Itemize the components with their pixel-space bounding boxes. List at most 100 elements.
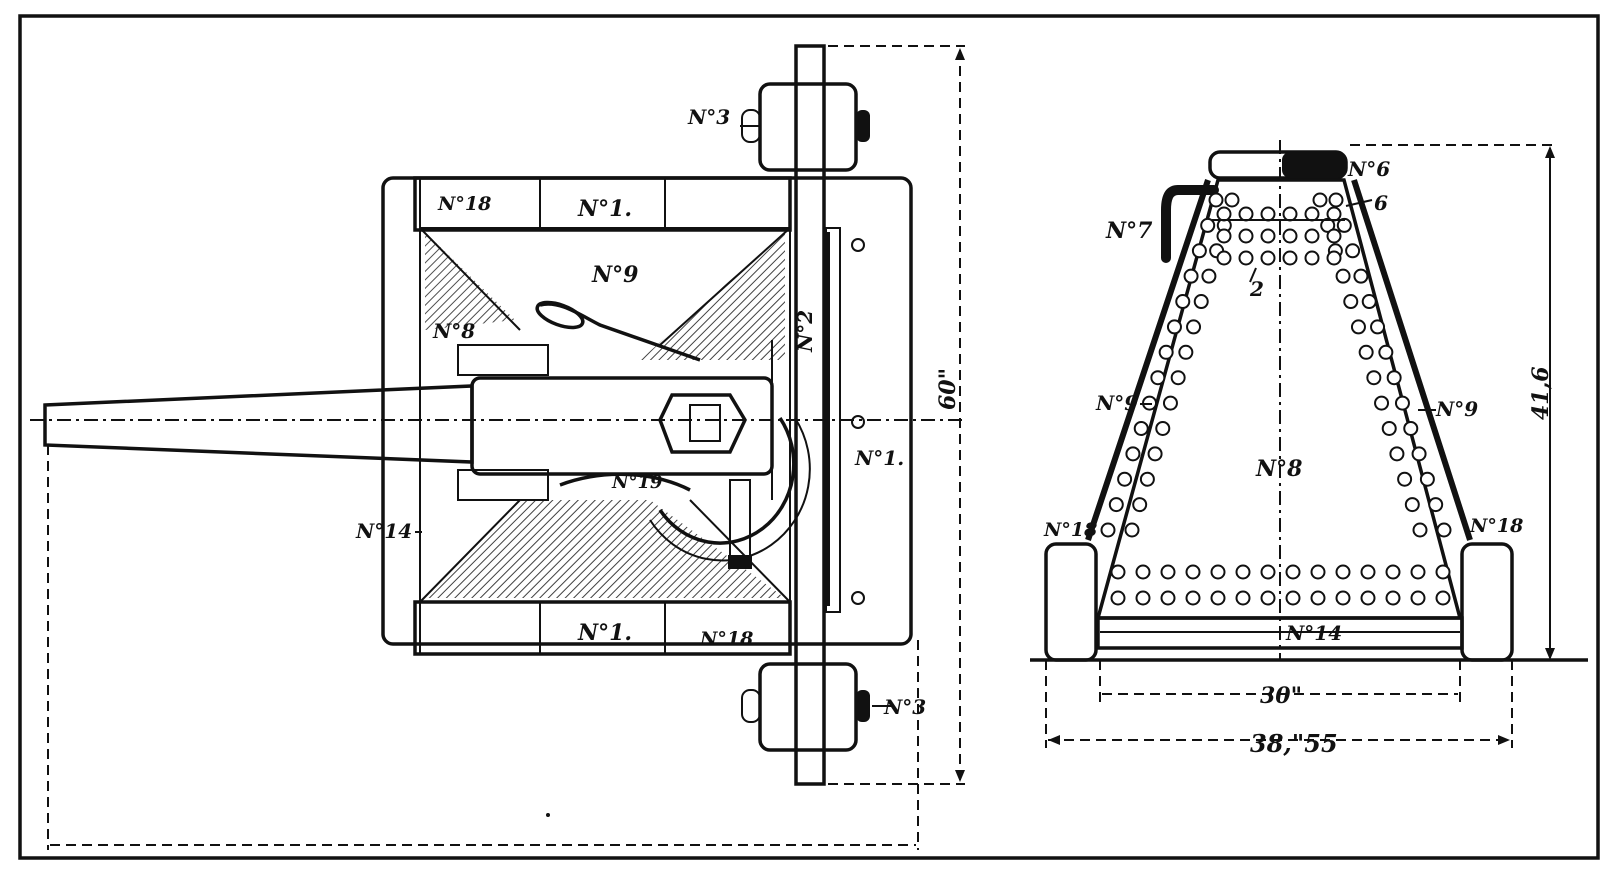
- traverse-rod: [559, 472, 691, 492]
- lever-handle: [535, 300, 585, 330]
- rivet: [1110, 590, 1126, 606]
- cone-edge: [659, 227, 791, 346]
- end-view: N°6 6 N°7 2 N°9 N°9 N°8 N°18 N°18 N°14 4…: [1030, 140, 1588, 758]
- rivet: [1358, 344, 1374, 360]
- rivet: [1404, 497, 1420, 513]
- arrow: [955, 770, 965, 782]
- rivet: [1335, 268, 1351, 284]
- rivet: [1435, 590, 1451, 606]
- rivet: [1310, 590, 1326, 606]
- rivet: [1200, 217, 1216, 233]
- rivet: [1381, 420, 1397, 436]
- dim-label-outer: 38,"55: [1250, 729, 1338, 758]
- wheel-bottom-right: [664, 601, 791, 655]
- rivet: [1282, 206, 1298, 222]
- breech-lock: [689, 404, 721, 442]
- breech-block: [658, 393, 747, 454]
- leader: [1345, 199, 1373, 207]
- rivet: [1335, 564, 1351, 580]
- label-no9-left: N°9: [1095, 391, 1138, 415]
- rivet: [1139, 471, 1155, 487]
- axle-end-bottom: [741, 689, 761, 723]
- rivet: [1178, 344, 1194, 360]
- rivet: [1155, 420, 1171, 436]
- rivet: [1260, 564, 1276, 580]
- label-six: 6: [1374, 191, 1388, 215]
- traverse-arc-outer: [649, 417, 811, 562]
- rivet: [1428, 497, 1444, 513]
- wheel-bottom-left: [419, 601, 541, 655]
- plan-view: N°3 N°18 N°1. N°9 N°8 N°2 N°19 N°1. N°14…: [30, 44, 965, 850]
- rivet: [1216, 250, 1232, 266]
- trunnion-bottom: [457, 469, 549, 501]
- rivet: [1335, 590, 1351, 606]
- bolt-hole: [851, 415, 865, 429]
- arrow: [1545, 146, 1555, 158]
- dim-label-30: 30": [1260, 683, 1302, 709]
- rivet: [1160, 564, 1176, 580]
- rivet: [1285, 590, 1301, 606]
- label-no6: N°6: [1347, 157, 1390, 181]
- gun-breech: [470, 376, 774, 476]
- rivet: [1361, 294, 1377, 310]
- label-no1-top: N°1.: [577, 196, 632, 222]
- label-no19: N°19: [611, 472, 663, 493]
- rivet: [1162, 395, 1178, 411]
- rivet: [1304, 228, 1320, 244]
- rivet: [1210, 590, 1226, 606]
- rivet: [1419, 471, 1435, 487]
- label-no18-bottom: N°18: [699, 628, 753, 650]
- rivet: [1343, 294, 1359, 310]
- axle-cap-top: [758, 82, 858, 172]
- rivet: [1389, 446, 1405, 462]
- rivet: [1224, 192, 1240, 208]
- screw-foot: [728, 555, 752, 569]
- rivet: [1386, 370, 1402, 386]
- rivet: [1312, 192, 1328, 208]
- label-no18-left: N°18: [1043, 519, 1097, 541]
- arrow: [1545, 648, 1555, 660]
- rivet-group: [1100, 192, 1452, 606]
- rivet: [1193, 294, 1209, 310]
- rivet: [1385, 564, 1401, 580]
- rivet: [1135, 564, 1151, 580]
- rivet: [1285, 564, 1301, 580]
- cone-edge: [419, 499, 521, 603]
- rivet: [1345, 243, 1361, 259]
- label-two: 2: [1249, 277, 1264, 301]
- wheel-left: [1044, 542, 1098, 662]
- rivet: [1160, 590, 1176, 606]
- rivet: [1191, 243, 1207, 259]
- arrow: [955, 48, 965, 60]
- rivet: [1158, 344, 1174, 360]
- rivet: [1374, 395, 1390, 411]
- rivet: [1208, 192, 1224, 208]
- rivet: [1216, 206, 1232, 222]
- rivet: [1100, 522, 1116, 538]
- rivet: [1360, 590, 1376, 606]
- rivet: [1328, 192, 1344, 208]
- handle: [1161, 185, 1219, 263]
- hatch-bottom: [425, 500, 785, 598]
- rivet: [1304, 250, 1320, 266]
- rivet: [1170, 370, 1186, 386]
- rivet: [1336, 217, 1352, 233]
- rivet: [1397, 471, 1413, 487]
- rivet: [1238, 228, 1254, 244]
- rivet: [1147, 446, 1163, 462]
- bolt-hole: [851, 238, 865, 252]
- traverse-screw: [729, 479, 751, 561]
- rivet: [1436, 522, 1452, 538]
- rivet: [1238, 250, 1254, 266]
- rivet: [1320, 217, 1336, 233]
- front-plate: [794, 44, 826, 786]
- dim-label-60: 60": [935, 368, 961, 410]
- rivet: [1326, 206, 1342, 222]
- axle-nut-bottom: [856, 690, 870, 722]
- gun-barrel: [43, 384, 474, 464]
- label-no9-right: N°9: [1435, 397, 1478, 421]
- rivet: [1410, 564, 1426, 580]
- rivet: [1110, 564, 1126, 580]
- rivet: [1125, 446, 1141, 462]
